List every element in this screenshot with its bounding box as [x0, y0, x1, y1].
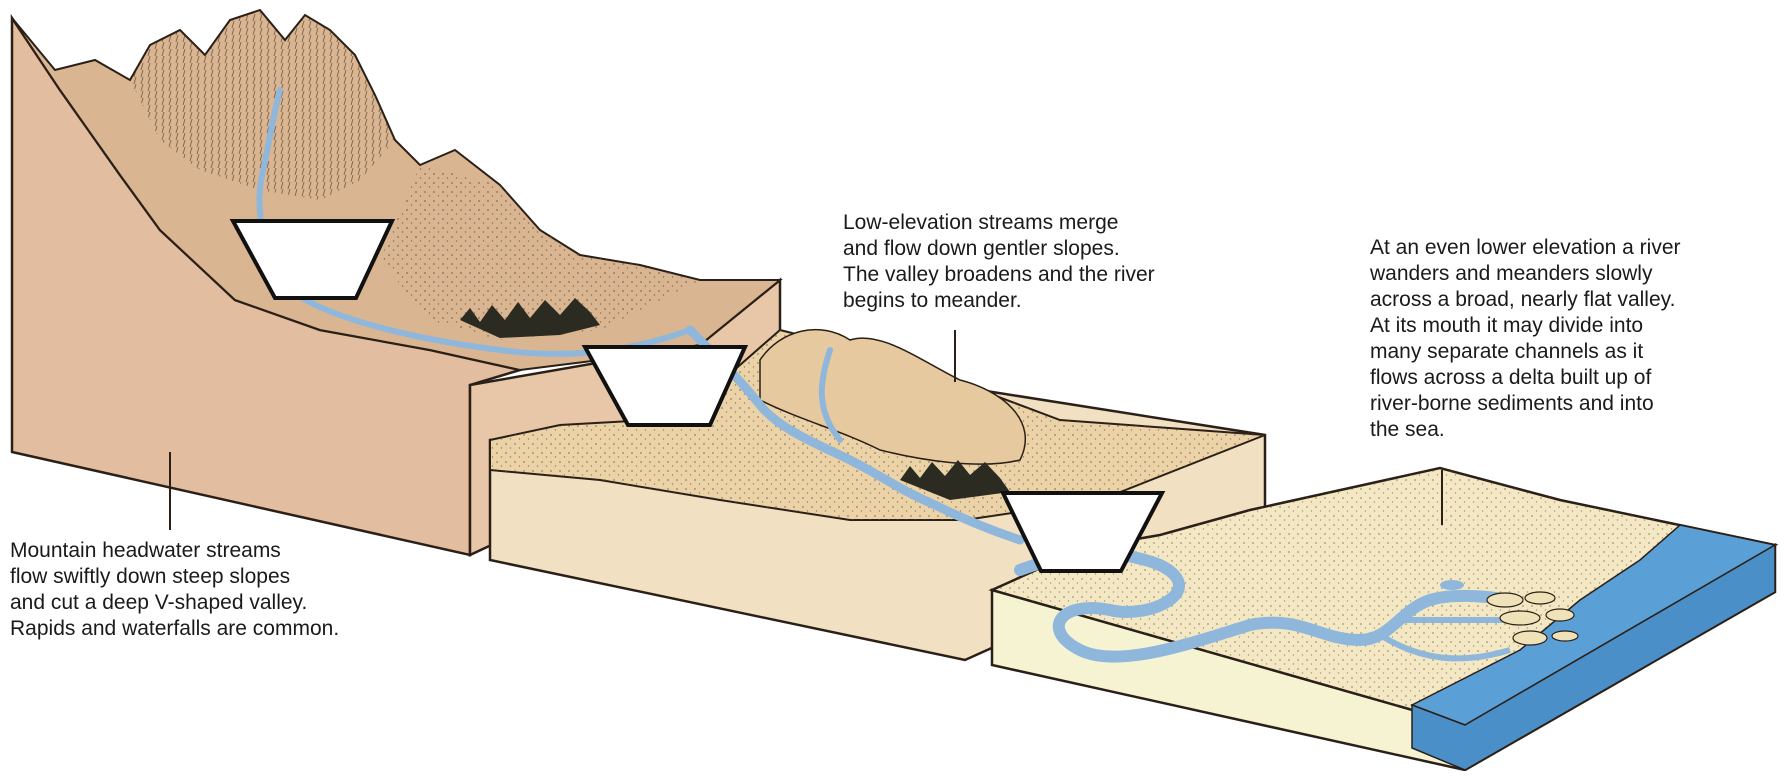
caption-mountain-line: Mountain headwater streams: [10, 538, 339, 564]
caption-lowland-line: river-borne sediments and into: [1370, 391, 1681, 417]
caption-lowland-line: across a broad, nearly flat valley.: [1370, 287, 1681, 313]
caption-low-elevation-line: begins to meander.: [843, 288, 1155, 314]
oxbow-lake: [1440, 580, 1464, 590]
caption-lowland-line: the sea.: [1370, 417, 1681, 443]
caption-low-elevation-line: and flow down gentler slopes.: [843, 236, 1155, 262]
caption-lowland-line: At its mouth it may divide into: [1370, 313, 1681, 339]
caption-lowland-line: wanders and meanders slowly: [1370, 261, 1681, 287]
caption-lowland-line: many separate channels as it: [1370, 339, 1681, 365]
caption-lowland: At an even lower elevation a river wande…: [1370, 235, 1681, 443]
caption-mountain-line: Rapids and waterfalls are common.: [10, 616, 339, 642]
caption-mountain: Mountain headwater streams flow swiftly …: [10, 538, 339, 642]
caption-low-elevation: Low-elevation streams merge and flow dow…: [843, 210, 1155, 314]
caption-mountain-line: flow swiftly down steep slopes: [10, 564, 339, 590]
caption-low-elevation-line: Low-elevation streams merge: [843, 210, 1155, 236]
caption-lowland-line: At an even lower elevation a river: [1370, 235, 1681, 261]
caption-mountain-line: and cut a deep V-shaped valley.: [10, 590, 339, 616]
caption-lowland-line: flows across a delta built up of: [1370, 365, 1681, 391]
caption-low-elevation-line: The valley broadens and the river: [843, 262, 1155, 288]
